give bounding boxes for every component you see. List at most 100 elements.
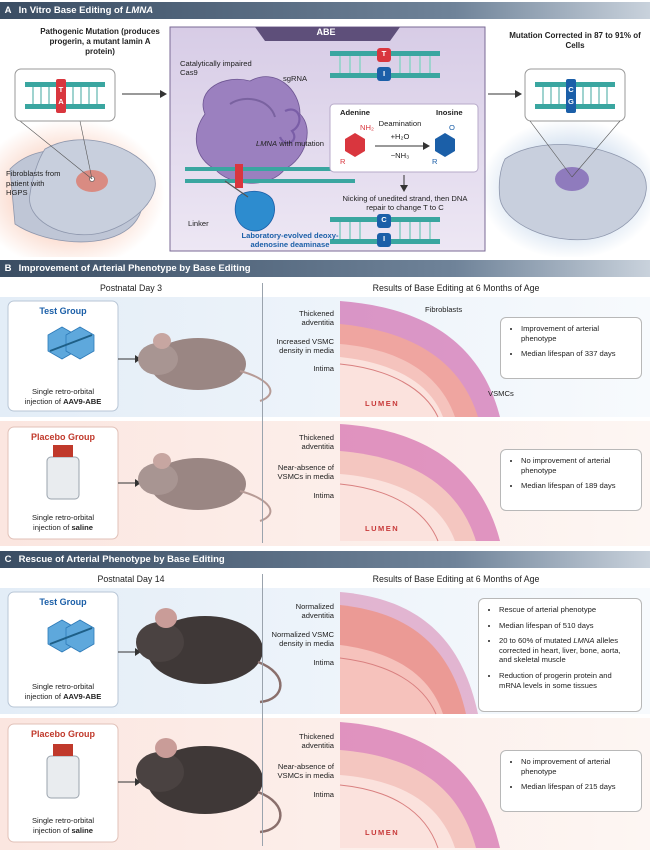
panel-c: Postnatal Day 14 Results of Base Editing…: [0, 570, 650, 850]
base-g-right: G: [568, 97, 574, 106]
panel-a-header: A In Vitro Base Editing of LMNA: [0, 2, 650, 19]
b-aav-icon-2: [65, 326, 95, 360]
base-c-right: C: [568, 85, 574, 94]
adenine-label: Adenine: [340, 108, 370, 117]
panel-b-art: [0, 297, 650, 546]
c-placebo-vessel: [339, 722, 500, 849]
nicking-label: Nicking of unedited strand, then DNA rep…: [342, 194, 468, 212]
b-test-lumen: LUMEN: [365, 399, 400, 408]
c-placebo-results: No improvement of arterial phenotype Med…: [500, 750, 642, 812]
b-plac-inj-agent: saline: [71, 522, 93, 532]
panel-a-title-gene: LMNA: [125, 5, 154, 16]
b-test-result-1: Improvement of arterial phenotype: [521, 324, 633, 343]
b-saline-vial: [46, 456, 80, 500]
c-plac-label-media: Near-absence of VSMCs in media: [277, 762, 334, 780]
b-plac-label-adventitia: Thickened adventitia: [298, 433, 334, 451]
c-plac-label-adventitia: Thickened adventitia: [298, 732, 334, 750]
c-test-results: Rescue of arterial phenotype Median life…: [478, 598, 642, 712]
c-test-label-media: Normalized VSMC density in media: [271, 630, 334, 648]
c-test-result-3: 20 to 60% of mutated LMNA alleles correc…: [499, 636, 633, 665]
c-test-vessel: [339, 592, 478, 715]
plus-h2o-label: +H₂O: [390, 132, 410, 141]
c-plac-inj-line1: Single retro-orbital: [31, 816, 95, 825]
panel-c-title: Rescue of Arterial Phenotype by Base Edi…: [18, 554, 225, 565]
lmna-mutation-rest: with mutation: [277, 139, 324, 148]
b-test-label-adventitia: Thickened adventitia: [298, 309, 334, 327]
panel-a-art: [0, 26, 650, 257]
sgrna-label: sgRNA: [283, 74, 308, 83]
panel-a-letter: A: [4, 5, 12, 16]
nh2-label: NH₂: [360, 123, 374, 132]
c-placebo-group-label: Placebo Group: [30, 729, 95, 739]
lmna-mutation-label: LMNA with mutation: [256, 139, 326, 148]
c-test-group-label: Test Group: [39, 597, 87, 607]
b-test-inj-line1: Single retro-orbital: [31, 387, 95, 396]
c-plac-result-1: No improvement of arterial phenotype: [521, 757, 633, 776]
c-plac-inj-agent: saline: [71, 825, 93, 835]
c-test-result-3-gene: LMNA: [573, 636, 595, 646]
c-test-inj-agent: AAV9-ABE: [63, 691, 102, 701]
b-test-result-2: Median lifespan of 337 days: [521, 349, 633, 359]
b-plac-inj-line1: Single retro-orbital: [31, 513, 95, 522]
c-test-label-adventitia: Normalized adventitia: [295, 602, 334, 620]
c-plac-result-2: Median lifespan of 215 days: [521, 782, 633, 792]
abe-title-tab: [255, 27, 400, 41]
lmna-mutation-gene: LMNA: [256, 139, 278, 148]
c-test-result-3-prefix: 20 to 60% of mutated: [499, 636, 574, 646]
panel-c-header: C Rescue of Arterial Phenotype by Base E…: [0, 551, 650, 568]
c-test-result-2: Median lifespan of 510 days: [499, 621, 633, 631]
deamination-box: [329, 103, 479, 173]
pathogenic-mutation-label: Pathogenic Mutation (produces progerin, …: [40, 27, 160, 56]
c-placebo-mouse: [136, 738, 282, 834]
b-test-inj-agent: AAV9-ABE: [63, 396, 102, 406]
c-test-inj-line1: Single retro-orbital: [31, 682, 95, 691]
linker-label: Linker: [188, 219, 209, 228]
panel-a-title: In Vitro Base Editing of: [18, 5, 126, 16]
base-i-bottom: I: [382, 234, 386, 243]
b-test-label-media: Increased VSMC density in media: [276, 337, 334, 355]
b-vsmcs-label: VSMCs: [488, 389, 514, 398]
panel-a: Pathogenic Mutation (produces progerin, …: [0, 19, 650, 257]
c-vial-cap: [53, 744, 73, 756]
c-divider: [262, 574, 263, 846]
b-vial-cap: [53, 445, 73, 457]
b-test-inj-line2: injection of: [24, 396, 64, 406]
adenine-structure: [345, 133, 365, 157]
b-test-group-label: Test Group: [39, 306, 87, 316]
b-test-label-intima: Intima: [313, 364, 334, 373]
cas9-label: Catalytically impaired Cas9: [180, 59, 252, 77]
base-i-top: I: [382, 69, 386, 78]
base-t: T: [381, 49, 387, 58]
b-placebo-vessel: [339, 424, 500, 542]
c-test-label-intima: Intima: [313, 658, 334, 667]
corrected-cell: [498, 144, 647, 241]
b-fibroblasts-label: Fibroblasts: [425, 305, 463, 314]
c-test-result-3-rest: alleles corrected in heart, liver, bone,…: [499, 636, 621, 665]
c-left-title: Postnatal Day 14: [97, 574, 165, 584]
inosine-label: Inosine: [436, 108, 463, 117]
abe-title: ABE: [316, 27, 336, 37]
b-test-results: Improvement of arterial phenotype Median…: [500, 317, 642, 379]
base-c-bottom: C: [381, 215, 387, 224]
mutation-dna-helix: [25, 79, 105, 113]
minus-nh3-label: −NH₃: [390, 151, 410, 160]
corrected-label: Mutation Corrected in 87 to 91% of Cells: [509, 31, 641, 50]
c-saline-vial: [46, 755, 80, 799]
c-plac-inj-line2: injection of: [33, 825, 72, 835]
panel-b: Postnatal Day 3 Results of Base Editing …: [0, 279, 650, 546]
c-right-title: Results of Base Editing at 6 Months of A…: [372, 574, 540, 584]
b-divider: [262, 283, 263, 543]
b-plac-result-1: No improvement of arterial phenotype: [521, 456, 633, 475]
abe-dna-bottom: [330, 214, 440, 247]
b-plac-result-2: Median lifespan of 189 days: [521, 481, 633, 491]
abe-dna-top: [330, 48, 440, 81]
c-test-inj-line2: injection of: [24, 691, 64, 701]
panel-b-header: B Improvement of Arterial Phenotype by B…: [0, 260, 650, 277]
deamination-label: Deamination: [378, 119, 422, 128]
base-a-left: A: [58, 97, 64, 106]
panel-b-title: Improvement of Arterial Phenotype by Bas…: [18, 263, 251, 274]
sgrna-strand: [278, 108, 301, 145]
